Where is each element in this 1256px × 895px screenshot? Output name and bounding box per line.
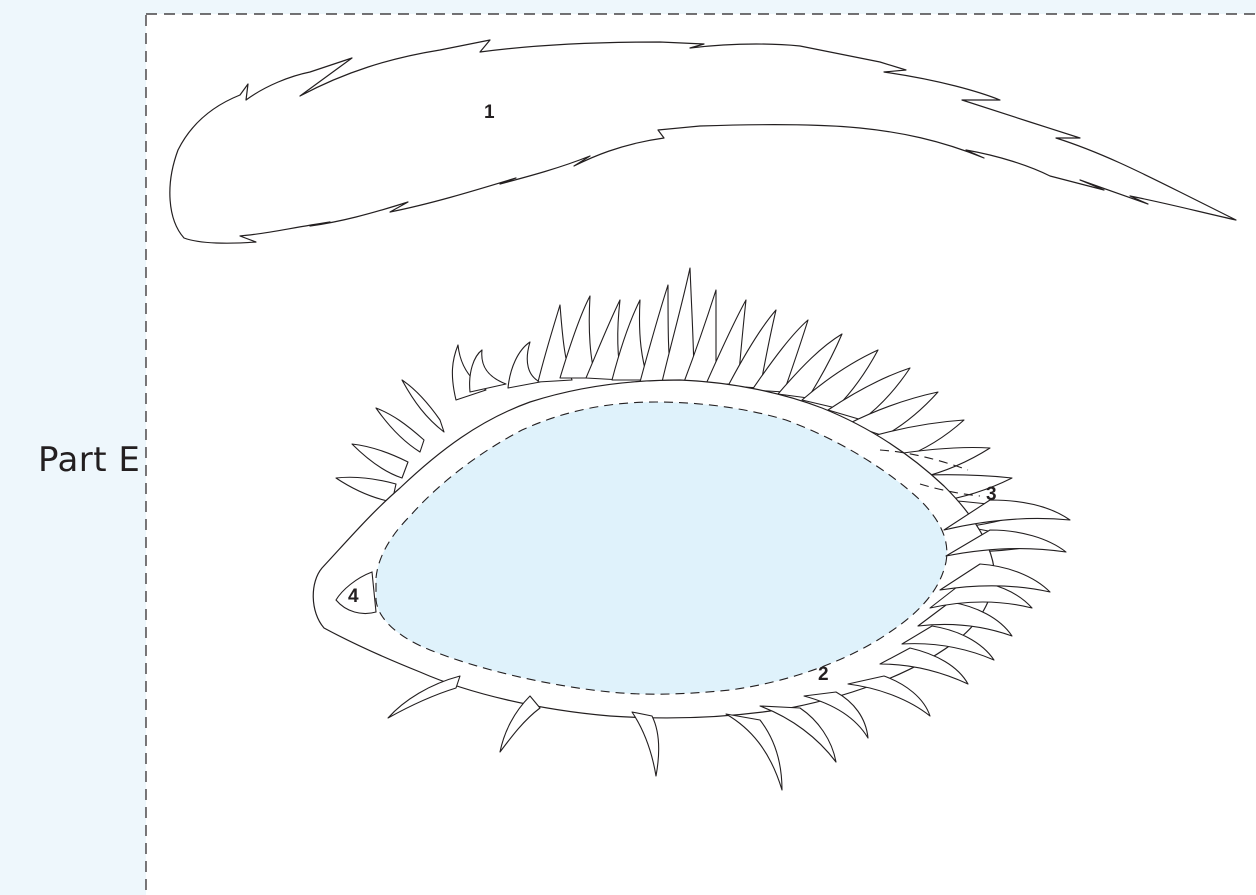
lower-lid-number: 2 [818, 664, 829, 685]
eyebrow-number: 1 [484, 102, 495, 123]
inner-corner-number: 4 [348, 586, 359, 607]
